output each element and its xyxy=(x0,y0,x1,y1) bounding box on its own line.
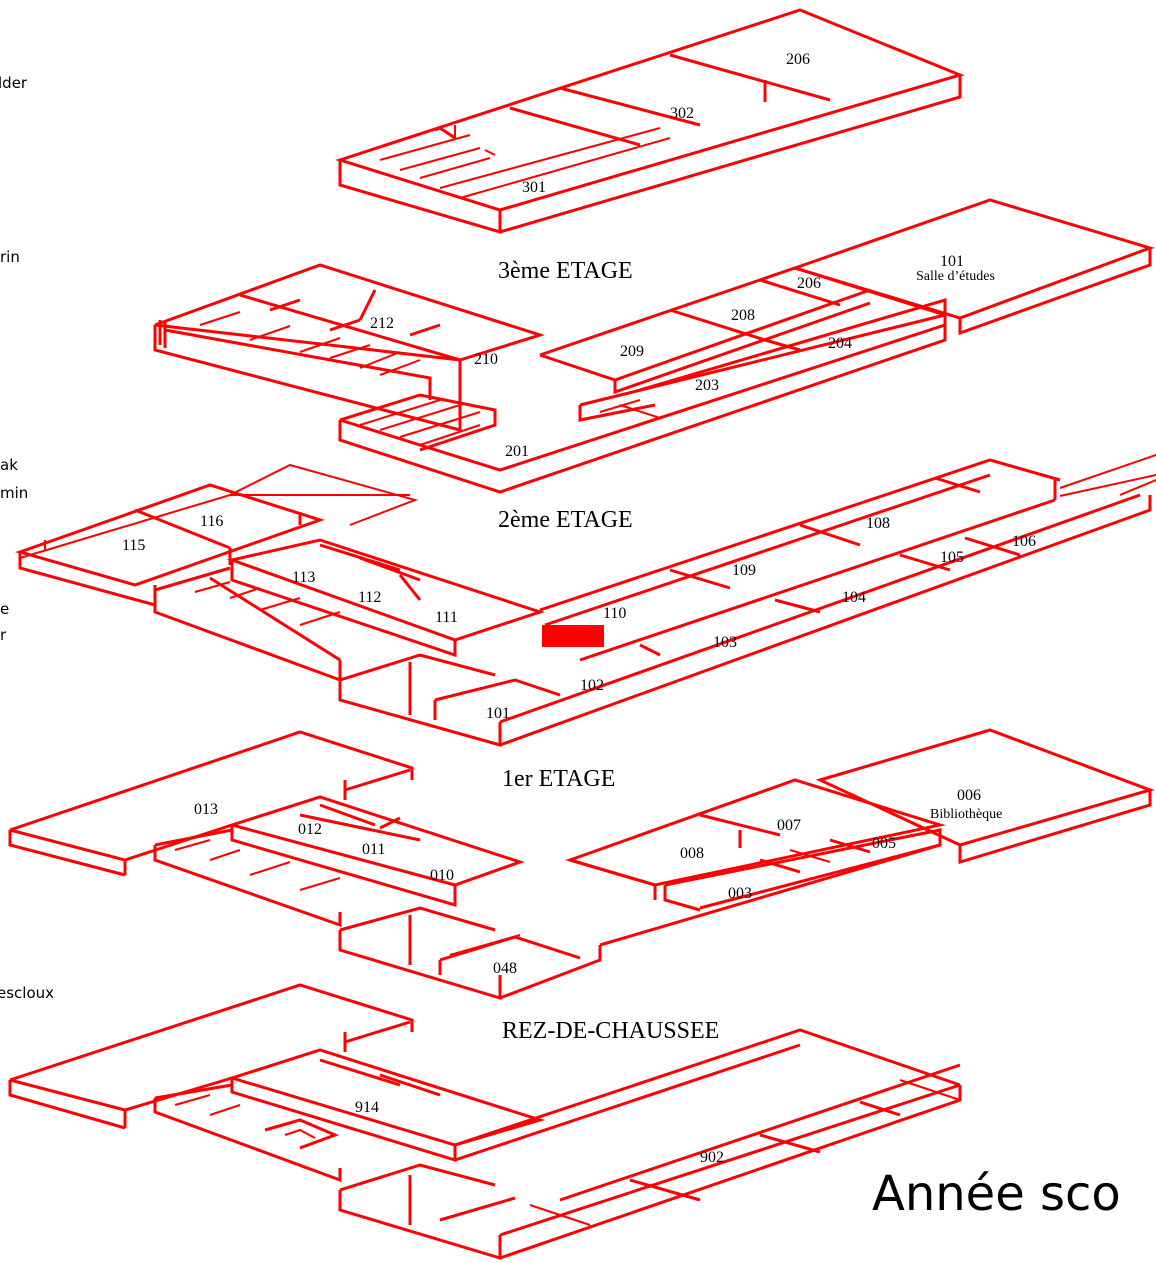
room-013: 013 xyxy=(194,801,218,818)
room-011: 011 xyxy=(362,841,385,858)
side-fragment-1: lder xyxy=(0,74,28,92)
room-110: 110 xyxy=(603,605,626,622)
room-212: 212 xyxy=(370,315,394,332)
side-fragment-3: ak xyxy=(0,456,18,474)
room-012: 012 xyxy=(298,821,322,838)
room-labels: 206 302 301 101 Salle d’études 206 208 2… xyxy=(122,51,1036,1166)
room-203: 203 xyxy=(695,377,719,394)
room-109: 109 xyxy=(732,562,756,579)
room-103: 103 xyxy=(713,634,737,651)
floor-title-first: 1er ETAGE xyxy=(502,766,615,792)
room-302: 302 xyxy=(670,105,694,122)
floor-title-third: 3ème ETAGE xyxy=(498,258,633,284)
floor-titles: 3ème ETAGE 2ème ETAGE 1er ETAGE REZ-DE-C… xyxy=(498,258,719,1044)
room-206-second: 206 xyxy=(797,275,821,292)
room-048: 048 xyxy=(493,960,517,977)
room-102: 102 xyxy=(580,677,604,694)
side-fragment-4: min xyxy=(0,484,28,502)
room-008: 008 xyxy=(680,845,704,862)
room-003: 003 xyxy=(728,885,752,902)
third-floor-plan xyxy=(335,8,965,235)
floor-title-second: 2ème ETAGE xyxy=(498,507,633,533)
room-006-caption: Bibliothèque xyxy=(930,807,1002,822)
side-fragment-2: rin xyxy=(0,248,20,266)
room-005: 005 xyxy=(872,835,896,852)
left-edge-fragments: lder rin ak min e r escloux xyxy=(0,74,54,1002)
room-007: 007 xyxy=(777,817,801,834)
room-902: 902 xyxy=(700,1149,724,1166)
room-209: 209 xyxy=(620,343,644,360)
room-104: 104 xyxy=(842,589,866,606)
side-fragment-5: e xyxy=(0,600,9,618)
room-116: 116 xyxy=(200,513,223,530)
room-115: 115 xyxy=(122,537,145,554)
current-location-marker xyxy=(542,625,604,647)
room-204: 204 xyxy=(828,335,852,352)
room-006: 006 xyxy=(957,787,981,804)
room-914: 914 xyxy=(355,1099,379,1116)
room-010: 010 xyxy=(430,867,454,884)
ground-floor-plan xyxy=(8,728,1155,1001)
room-101-study: 101 xyxy=(940,253,964,270)
room-105: 105 xyxy=(940,549,964,566)
first-floor-plan xyxy=(15,454,1156,747)
room-112: 112 xyxy=(358,589,381,606)
room-106: 106 xyxy=(1012,533,1036,550)
school-year-heading: Année sco xyxy=(872,1166,1121,1222)
room-113: 113 xyxy=(292,569,315,586)
room-101: 101 xyxy=(486,705,510,722)
side-fragment-7: escloux xyxy=(0,984,54,1002)
room-301: 301 xyxy=(522,179,546,196)
second-floor-plan xyxy=(153,198,1155,494)
room-108: 108 xyxy=(866,515,890,532)
room-210: 210 xyxy=(474,351,498,368)
room-101-study-caption: Salle d’études xyxy=(916,269,995,284)
room-206-third: 206 xyxy=(786,51,810,68)
room-111: 111 xyxy=(435,609,458,626)
lower-floor-plan xyxy=(8,983,962,1261)
floor-title-ground: REZ-DE-CHAUSSEE xyxy=(502,1018,719,1044)
side-fragment-6: r xyxy=(0,626,7,644)
room-201: 201 xyxy=(505,443,529,460)
room-208: 208 xyxy=(731,307,755,324)
